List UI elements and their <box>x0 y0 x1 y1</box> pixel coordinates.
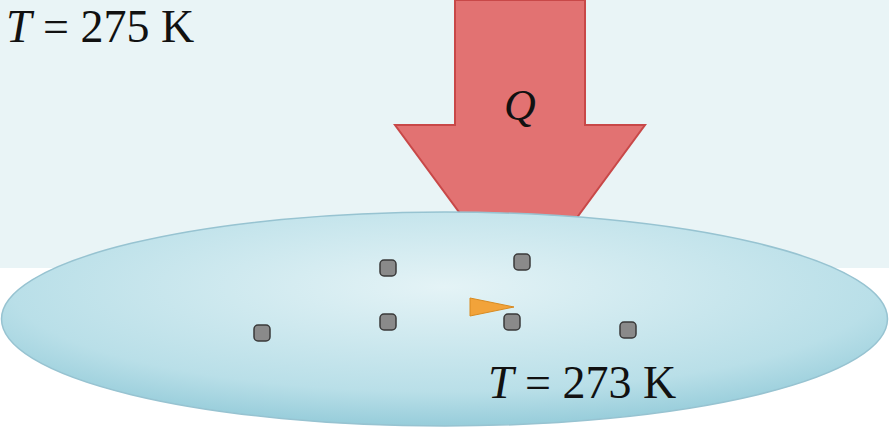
heat-label: Q <box>504 82 536 130</box>
temperature-label: T = 275 K <box>6 2 194 53</box>
particle <box>514 254 530 270</box>
particle <box>380 314 396 330</box>
ice-bath: T = 273 K <box>0 210 889 428</box>
ice-bath-shape <box>0 210 889 428</box>
temperature-label: T = 273 K <box>488 358 676 409</box>
orange-particle <box>470 298 514 316</box>
particle <box>380 260 396 276</box>
particle <box>504 314 520 330</box>
particle <box>254 325 270 341</box>
particle <box>620 322 636 338</box>
